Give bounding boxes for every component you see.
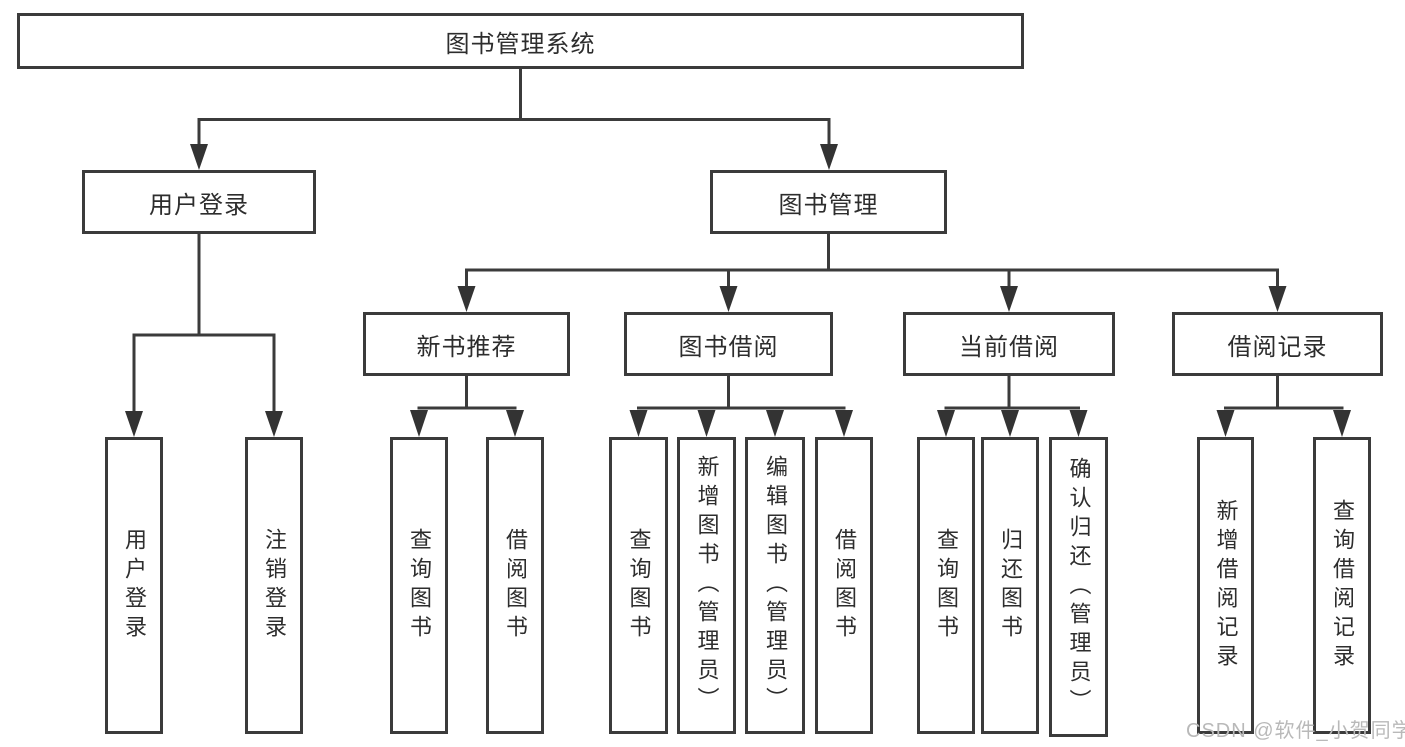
connector-book-borrow-to-children [629, 376, 853, 437]
arrow-down [629, 410, 648, 437]
arrow-down [1268, 286, 1287, 312]
leaf-query-borrow-record: 查询借阅记录 [1313, 437, 1371, 734]
connector-root-to-level2 [190, 69, 838, 170]
arrow-down [506, 410, 524, 437]
leaf-add-books-admin: 新增图书（管理员） [677, 437, 736, 734]
connector-borrow-records-to-children [1216, 376, 1351, 437]
connector-current-borrow-to-children [937, 376, 1088, 437]
node-borrowing-records: 借阅记录 [1172, 312, 1383, 376]
connector-new-book-rec-to-children [410, 376, 524, 437]
arrow-down [457, 286, 476, 312]
leaf-logout: 注销登录 [245, 437, 303, 734]
connector-user-login-to-children [125, 234, 283, 437]
arrow-down [410, 410, 428, 437]
node-root: 图书管理系统 [17, 13, 1024, 69]
node-new-book-recommend: 新书推荐 [363, 312, 570, 376]
node-book-borrowing: 图书借阅 [624, 312, 833, 376]
arrow-down [1001, 410, 1019, 437]
arrow-down [265, 411, 283, 437]
leaf-edit-books-admin: 编辑图书（管理员） [745, 437, 805, 734]
leaf-query-books-current: 查询图书 [917, 437, 975, 734]
leaf-confirm-return-admin: 确认归还（管理员） [1049, 437, 1108, 737]
leaf-add-borrow-record: 新增借阅记录 [1197, 437, 1254, 734]
arrow-down [190, 144, 208, 170]
node-book-management: 图书管理 [710, 170, 947, 234]
arrow-down [1069, 410, 1088, 437]
leaf-borrow-books: 借阅图书 [815, 437, 873, 734]
arrow-down [719, 286, 738, 312]
arrow-down [1333, 410, 1351, 437]
leaf-query-books-borrow: 查询图书 [609, 437, 668, 734]
connector-book-mgmt-to-level3 [457, 234, 1287, 312]
arrow-down [766, 410, 784, 437]
arrow-down [125, 411, 143, 437]
leaf-borrow-books-recommend: 借阅图书 [486, 437, 544, 734]
arrow-down [1000, 286, 1018, 312]
arrow-down [835, 410, 853, 437]
watermark: CSDN @软件_小贺同学 [1186, 720, 1405, 742]
node-user-login: 用户登录 [82, 170, 316, 234]
arrow-down [937, 410, 955, 437]
leaf-query-books-recommend: 查询图书 [390, 437, 448, 734]
arrow-down [697, 410, 716, 437]
leaf-return-books: 归还图书 [981, 437, 1039, 734]
arrow-down [820, 144, 838, 170]
leaf-user-login: 用户登录 [105, 437, 163, 734]
node-current-borrowing: 当前借阅 [903, 312, 1115, 376]
arrow-down [1216, 410, 1235, 437]
